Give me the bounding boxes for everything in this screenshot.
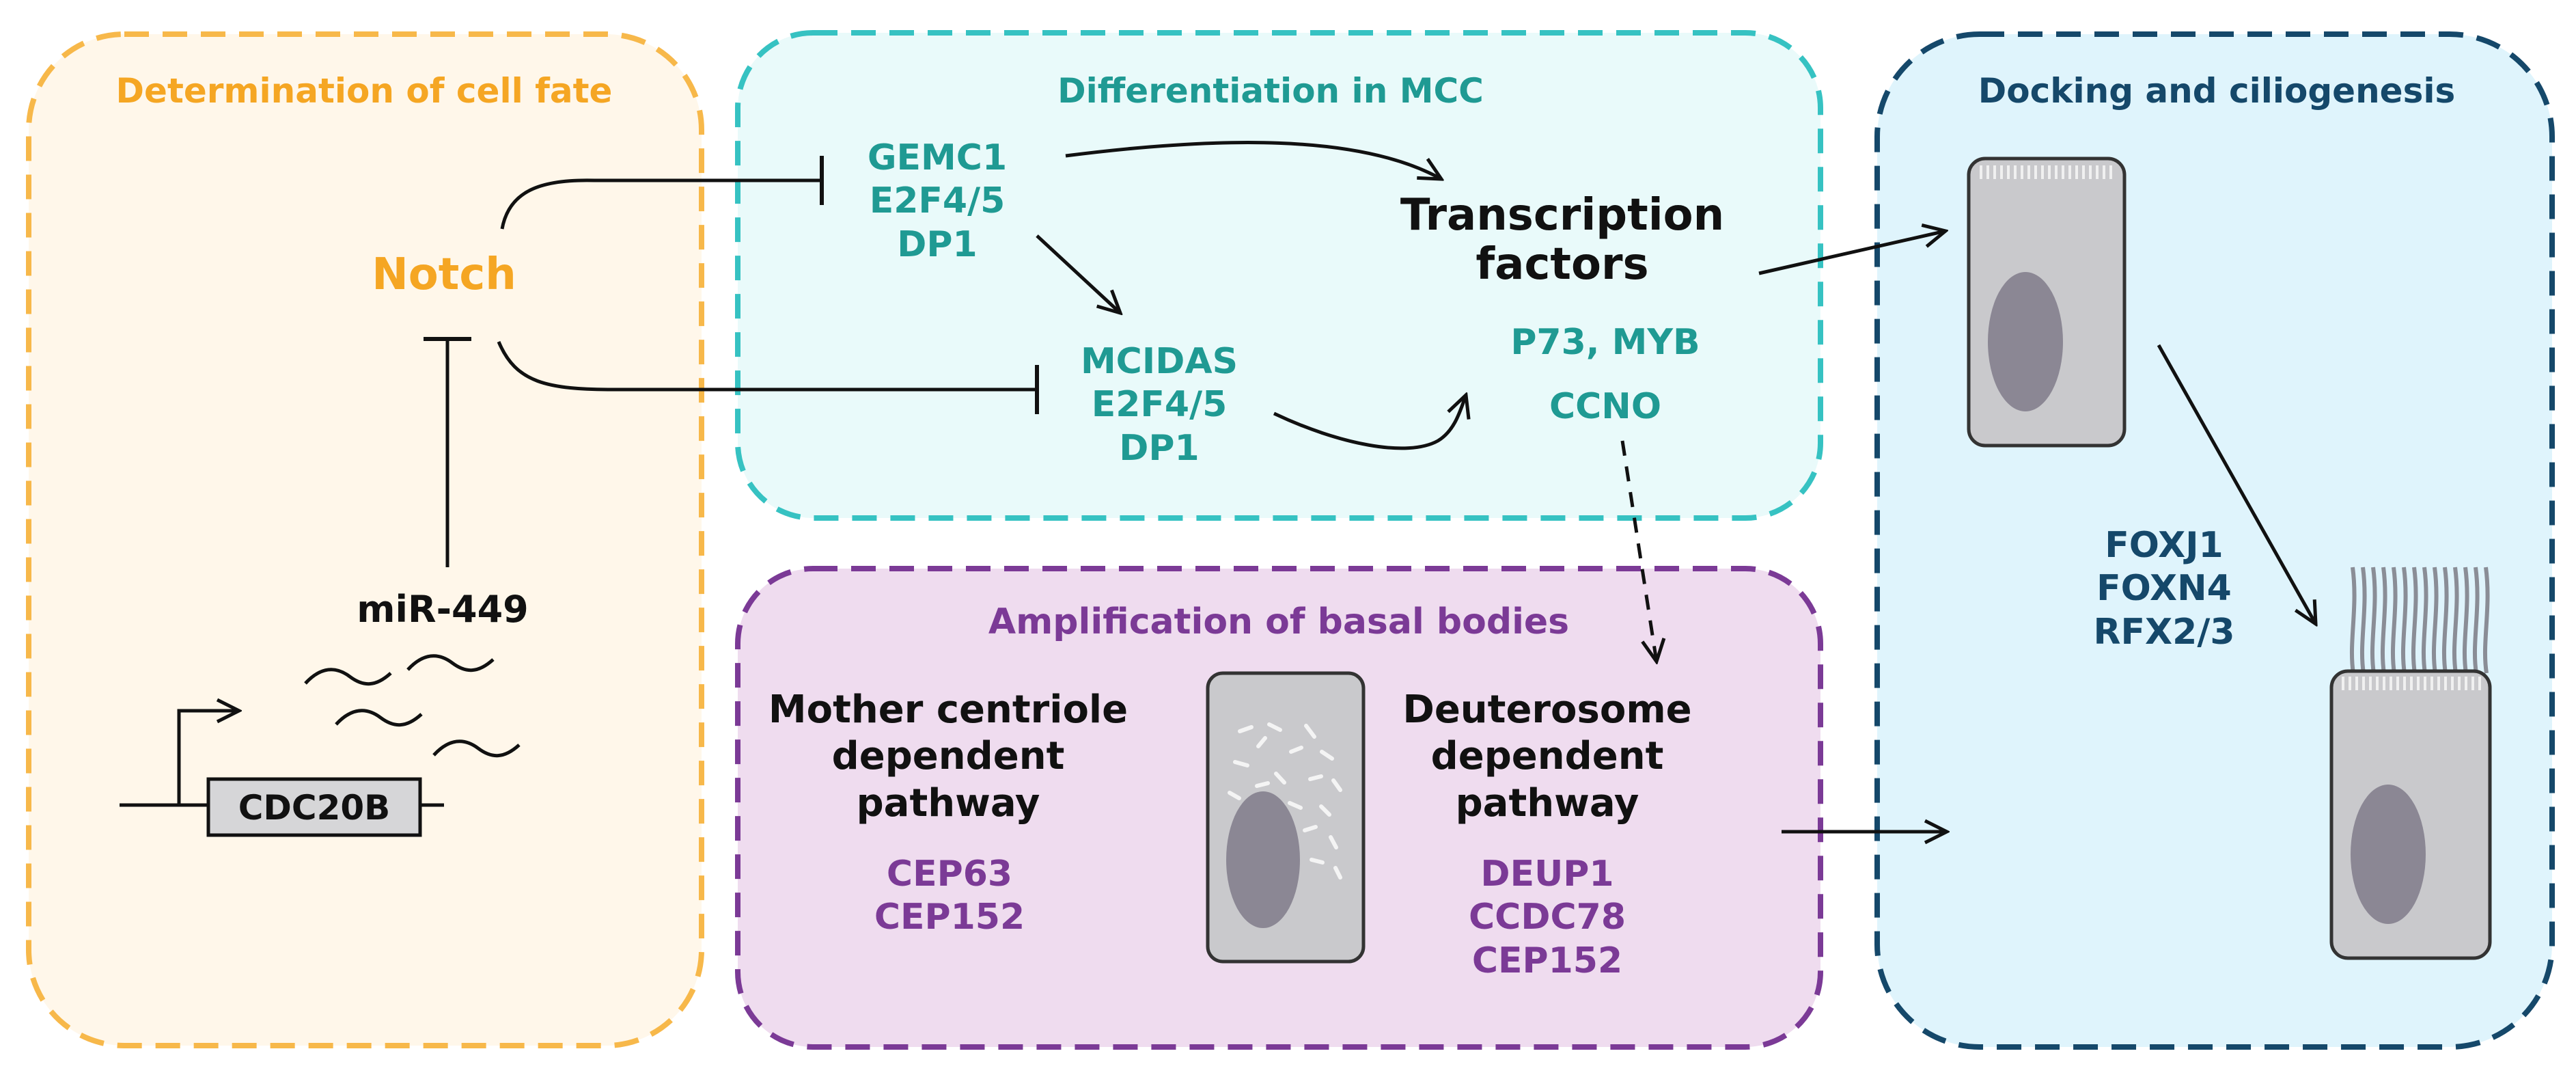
gemc1-gene: GEMC1 — [867, 137, 1008, 178]
transcription-factors-title: Transcription factors — [1400, 190, 1725, 290]
gene-box-cdc20b — [206, 777, 422, 837]
panel-differentiation — [735, 30, 1823, 521]
e2f45-gene: E2F4/5 — [869, 180, 1006, 222]
gemc1-complex: GEMC1 E2F4/5 DP1 — [868, 137, 1007, 267]
promoter-arrow — [177, 711, 239, 805]
ciliogenesis-genes: FOXJ1 FOXN4 RFX2/3 — [2093, 524, 2234, 654]
tf-to-cell-arrow — [1758, 231, 1945, 275]
notch-inhibits-gemc1 — [500, 178, 820, 230]
centriole-amplifying-cell — [1206, 671, 1366, 964]
panel-cell-fate — [26, 31, 704, 1048]
mirna-squiggle — [335, 709, 423, 727]
deup1-gene: DEUP1 — [1480, 854, 1614, 895]
dp1-gene: DP1 — [1119, 427, 1200, 469]
mcidas-complex: MCIDAS E2F4/5 DP1 — [1081, 340, 1238, 470]
panel-title-cell-fate: Determination of cell fate — [115, 71, 613, 111]
cep152-gene: CEP152 — [1471, 940, 1623, 981]
cep63-gene: CEP63 — [886, 854, 1013, 895]
mirna-squiggle — [432, 739, 521, 758]
mcidas-to-tf-arrow — [1273, 395, 1466, 450]
transcription-factor-genes: P73, MYB CCNO — [1510, 311, 1700, 439]
docking-cell — [1967, 157, 2127, 448]
mother-centriole-pathway-title: Mother centriole dependent pathway — [768, 688, 1128, 826]
e2f45-gene: E2F4/5 — [1091, 384, 1228, 426]
gemc1-to-mcidas-arrow — [1036, 234, 1120, 313]
cell-to-ciliated-arrow — [2157, 344, 2316, 624]
mirna-squiggle — [406, 654, 495, 672]
deuterosome-pathway-title: Deuterosome dependent pathway — [1402, 688, 1692, 826]
ccdc78-gene: CCDC78 — [1468, 897, 1626, 938]
ciliated-cell — [2329, 567, 2492, 960]
rfx23-gene: RFX2/3 — [2093, 611, 2235, 653]
mcidas-gene: MCIDAS — [1080, 341, 1238, 382]
cep152-gene: CEP152 — [874, 897, 1025, 938]
dp1-gene: DP1 — [897, 223, 978, 265]
deuterosome-genes: DEUP1 CCDC78 CEP152 — [1469, 853, 1626, 983]
mother-centriole-genes: CEP63 CEP152 — [874, 853, 1025, 940]
gemc1-to-tf-arrow — [1065, 141, 1441, 179]
panel-title-docking: Docking and ciliogenesis — [1978, 71, 2456, 111]
cdc20b-label: CDC20B — [238, 788, 391, 828]
mir-449-label: miR-449 — [357, 588, 529, 631]
panel-title-differentiation: Differentiation in MCC — [1057, 71, 1484, 111]
notch-label: Notch — [372, 249, 516, 300]
foxn4-gene: FOXN4 — [2096, 568, 2232, 610]
ccno-gene: CCNO — [1549, 385, 1662, 427]
foxj1-gene: FOXJ1 — [2105, 525, 2224, 566]
notch-inhibits-mcidas — [497, 341, 1035, 392]
panel-title-amplification: Amplification of basal bodies — [988, 601, 1570, 642]
tf-to-deuterosome-arrow — [1620, 440, 1657, 662]
mirna-squiggle — [304, 668, 392, 686]
p73-myb-genes: P73, MYB — [1510, 322, 1700, 363]
